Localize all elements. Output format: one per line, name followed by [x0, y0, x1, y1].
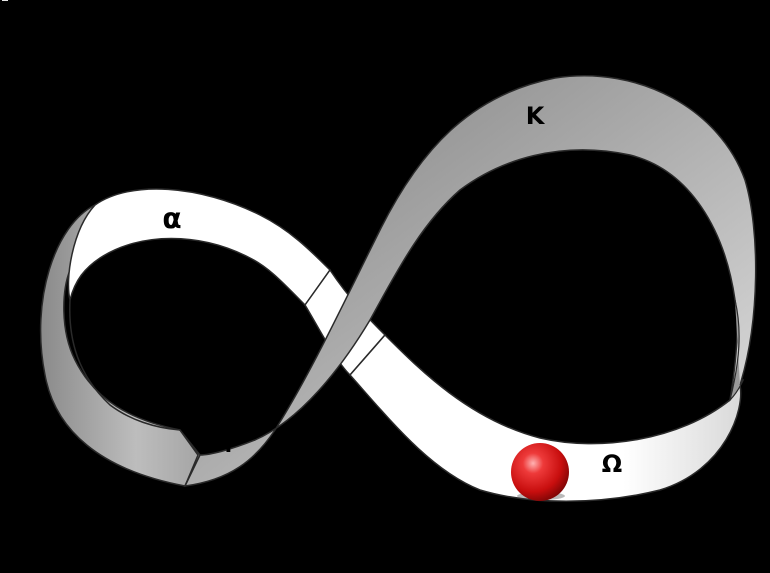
left-loop-gray-band: [39, 203, 201, 487]
twist-seam: [179, 429, 199, 487]
left-loop-inner-edge: [69, 299, 181, 431]
omega-label: Ω: [602, 450, 622, 478]
kappa-label: K: [526, 102, 546, 130]
red-sphere-icon: [511, 443, 569, 501]
omega-white-band: [349, 333, 742, 502]
corner-mark: [2, 0, 8, 1]
alpha-label: α: [162, 202, 181, 235]
r-label: r: [225, 433, 236, 458]
alpha-white-band: [67, 188, 331, 307]
right-loop-inner-face: [728, 299, 744, 402]
